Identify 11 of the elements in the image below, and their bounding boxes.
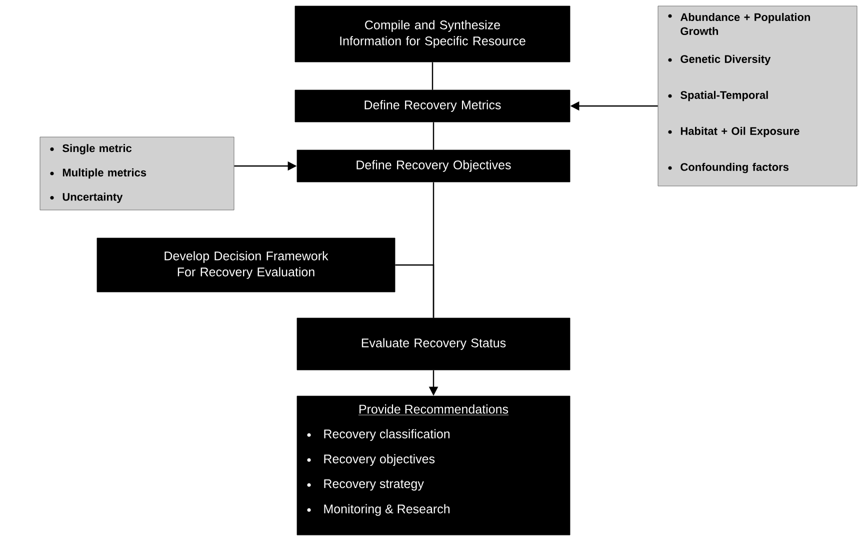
list-box: Single metric Multiple metrics Uncertainty xyxy=(40,136,234,210)
recommendation-box: Provide Recommendations Recovery classification Recovery objectives Recovery strategy Monitoring & Research xyxy=(296,396,570,536)
connector xyxy=(432,122,434,150)
process-box: Compile and Synthesize Information for Specific Resource xyxy=(294,6,570,62)
process-box: Define Recovery Metrics xyxy=(294,90,570,122)
connector xyxy=(432,62,434,90)
connector xyxy=(395,264,434,318)
process-box: Evaluate Recovery Status xyxy=(296,318,570,370)
process-box: Develop Decision Framework For Recovery Evaluation xyxy=(96,238,396,292)
process-box: Define Recovery Objectives xyxy=(296,150,570,182)
list-box: Abundance + Population Growth Genetic Diversity Spatial-Temporal Habitat + Oil Exposure Confounding factors xyxy=(658,6,858,186)
